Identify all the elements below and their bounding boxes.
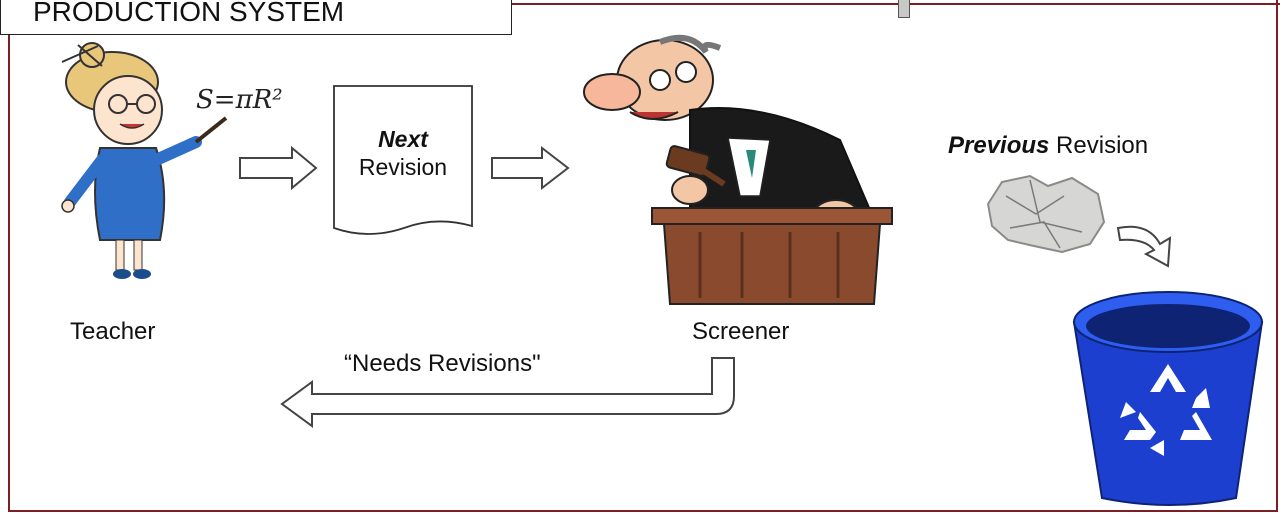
frame-top-border (510, 3, 1280, 5)
document-label: Next Revision (334, 125, 472, 181)
previous-label-bold: Previous (948, 132, 1050, 159)
previous-label-rest: Revision (1049, 132, 1149, 159)
arrow-icon (280, 357, 735, 428)
document-icon (333, 85, 473, 235)
diagram-title: PRODUCTION SYSTEM (0, 0, 512, 35)
document-label-next: Next (378, 126, 428, 152)
screener-label: Screener (692, 318, 790, 345)
teacher-illustration (61, 42, 228, 279)
diagram-frame (8, 0, 1278, 512)
top-tab (898, 0, 910, 18)
formula-text: S=πR² (196, 85, 283, 115)
arrow-icon (491, 145, 570, 191)
arrow-icon (239, 145, 318, 191)
needs-revisions-label: “Needs Revisions" (344, 350, 541, 377)
arrow-icon (1116, 225, 1172, 268)
previous-revision-label: Previous Revision (948, 132, 1148, 160)
recycle-bin-icon (1072, 291, 1264, 506)
document-label-revision: Revision (358, 154, 448, 180)
crumpled-paper-icon (986, 174, 1106, 254)
teacher-label: Teacher (70, 318, 156, 345)
judge-illustration (583, 34, 893, 305)
